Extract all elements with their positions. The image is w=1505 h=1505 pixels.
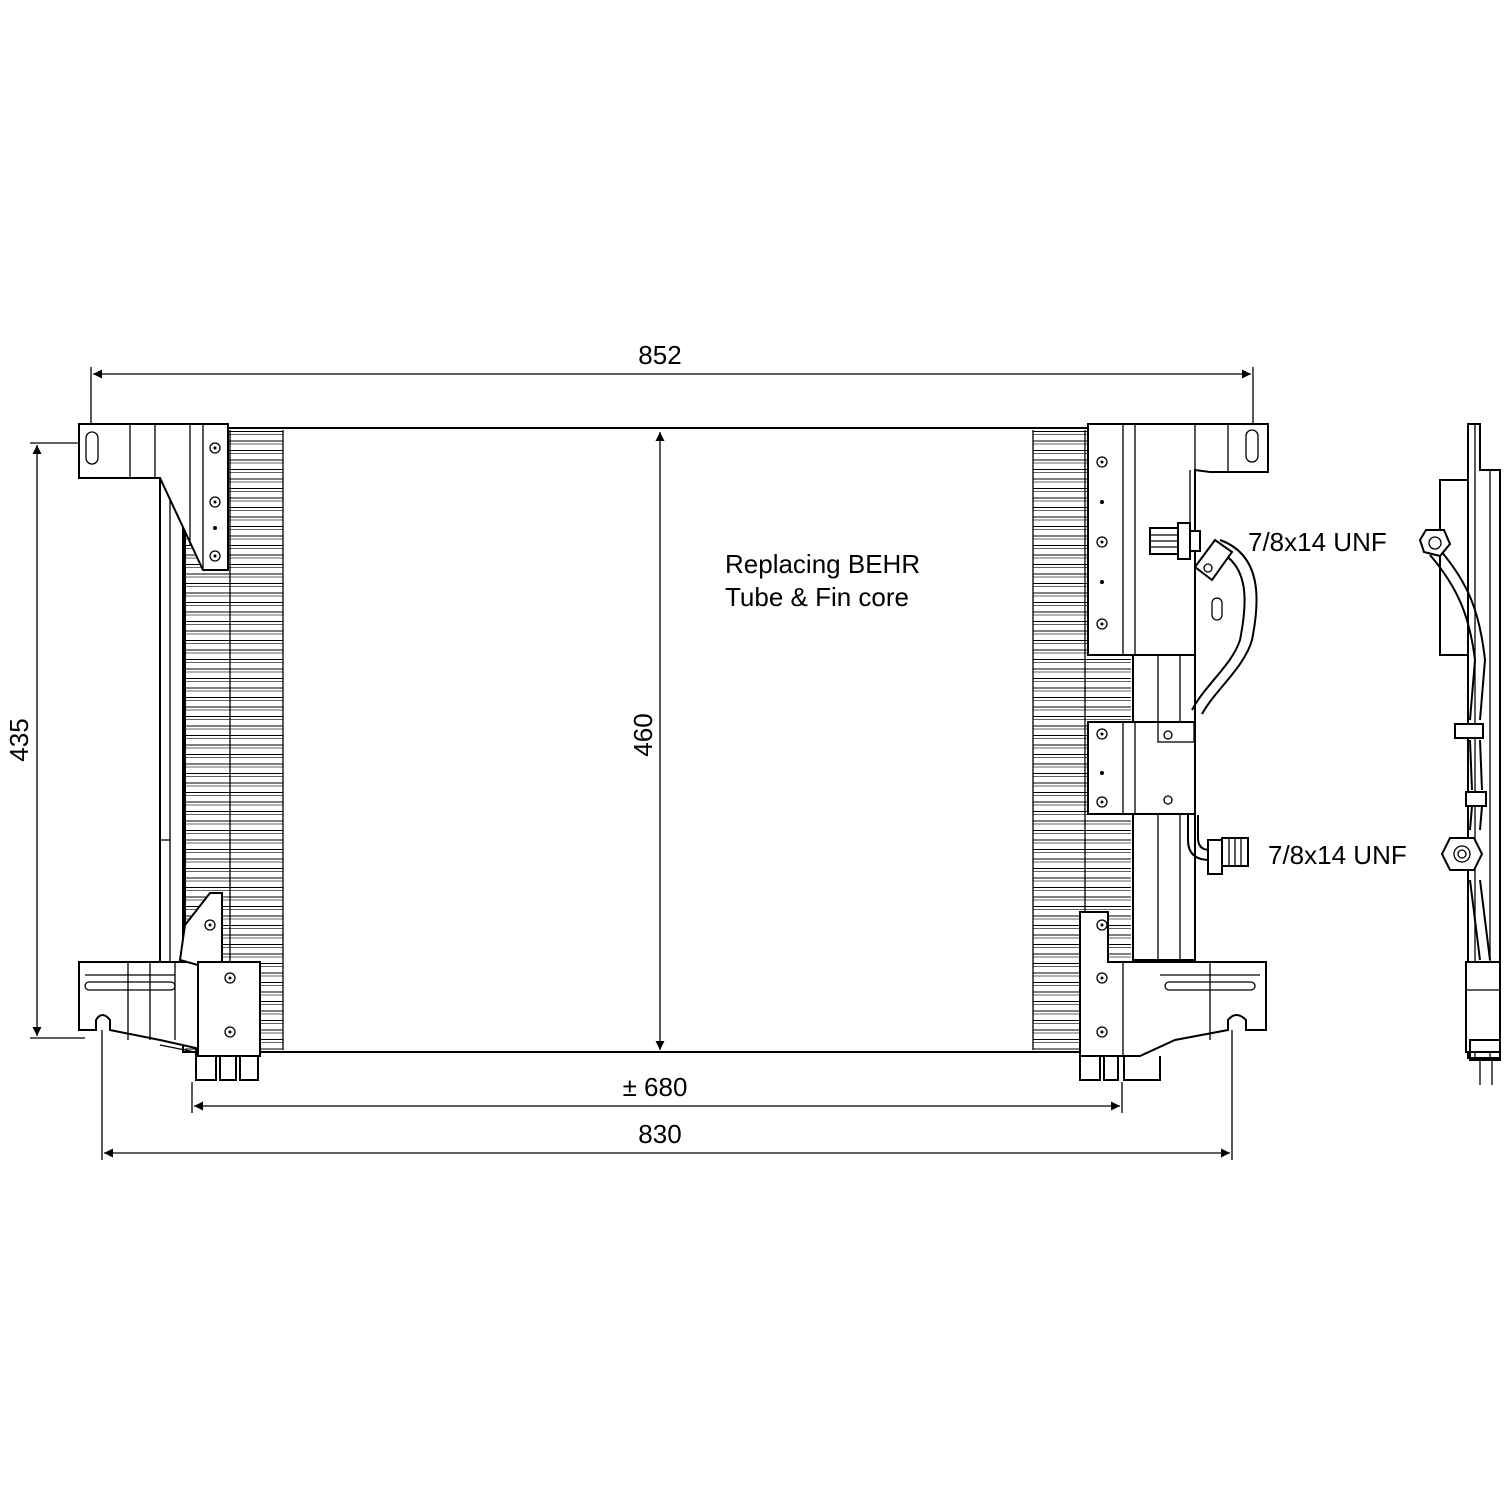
dimension-852 (90, 367, 1254, 440)
slot-hole (85, 431, 99, 465)
side-upper-fitting-icon (1418, 529, 1452, 558)
dimension-435-label: 435 (4, 718, 34, 761)
left-header-tank (159, 469, 186, 963)
refrigerant-pipes (1187, 470, 1258, 861)
dimension-680-label: ± 680 (623, 1072, 688, 1102)
right-mid-bracket (1087, 721, 1196, 815)
dimension-852-label: 852 (638, 340, 681, 370)
lower-fitting-label: 7/8x14 UNF (1268, 840, 1407, 870)
side-view (1429, 423, 1501, 1085)
right-bottom-bracket (1079, 911, 1267, 1081)
slot-hole (1245, 429, 1259, 463)
lower-fitting-icon (1207, 837, 1249, 875)
upper-fitting-icon (1149, 522, 1234, 582)
upper-fitting-label: 7/8x14 UNF (1248, 527, 1387, 557)
dimension-680 (191, 1082, 1123, 1113)
left-bottom-bracket (78, 892, 261, 1081)
dimension-830 (101, 1030, 1233, 1160)
side-lower-fitting-icon (1440, 837, 1484, 871)
dimension-435 (30, 442, 85, 1039)
note-line-1: Replacing BEHR (725, 549, 920, 579)
note-line-2: Tube & Fin core (725, 582, 909, 612)
left-top-bracket (78, 423, 229, 571)
dimension-830-label: 830 (638, 1119, 681, 1149)
dimension-460-label: 460 (628, 713, 658, 756)
condenser-core (159, 427, 1196, 1053)
